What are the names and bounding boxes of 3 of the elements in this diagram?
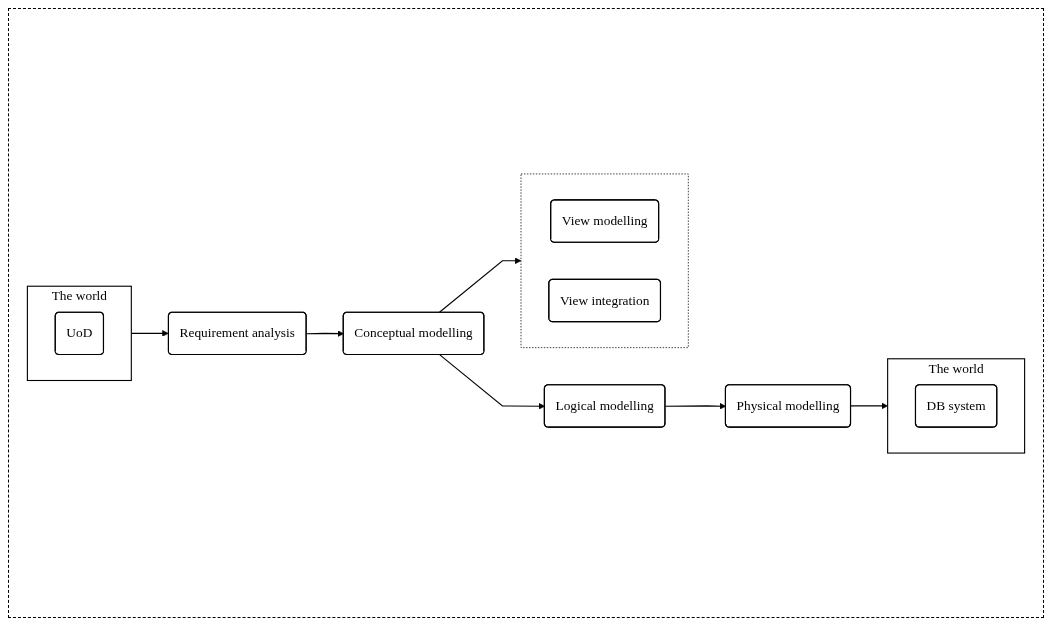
arrow <box>438 257 522 313</box>
arrow <box>439 353 545 409</box>
cluster <box>520 173 689 348</box>
